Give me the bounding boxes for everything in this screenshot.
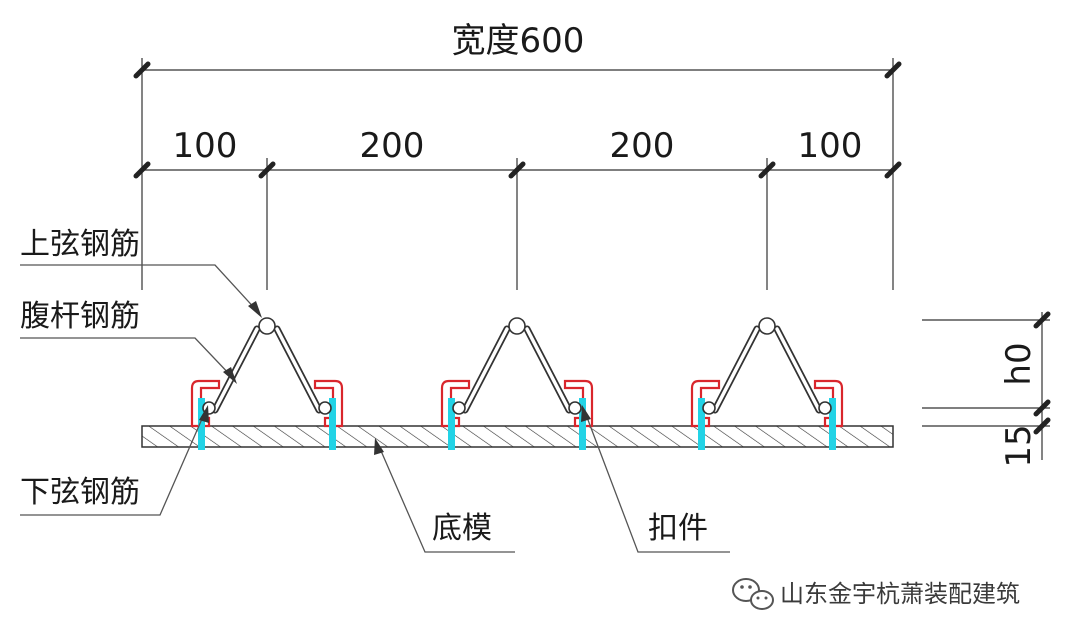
watermark: 山东金宇杭萧装配建筑 (732, 578, 1020, 610)
overall-width-label: 宽度600 (452, 21, 585, 61)
segment-3-label: 200 (610, 126, 675, 166)
watermark-text: 山东金宇杭萧装配建筑 (780, 580, 1020, 608)
base-thickness-label: 15 (999, 424, 1039, 467)
segment-4-label: 100 (798, 126, 863, 166)
wechat-icon (732, 578, 774, 610)
base-form-label: 底模 (432, 511, 492, 546)
segment-2-label: 200 (360, 126, 425, 166)
height-label: h0 (999, 342, 1039, 385)
web-bar-label: 腹杆钢筋 (20, 299, 140, 334)
segment-dimensions: 100 200 200 100 (133, 126, 902, 290)
segment-1-label: 100 (173, 126, 238, 166)
base-form-plate (141, 425, 894, 448)
leaders (20, 264, 730, 553)
height-dimensions: h0 15 (922, 311, 1051, 468)
top-chord-label: 上弦钢筋 (20, 227, 140, 262)
bottom-chord-label: 下弦钢筋 (20, 475, 140, 510)
clip-label: 扣件 (648, 511, 708, 546)
overall-width-dimension: 宽度600 (133, 21, 902, 290)
